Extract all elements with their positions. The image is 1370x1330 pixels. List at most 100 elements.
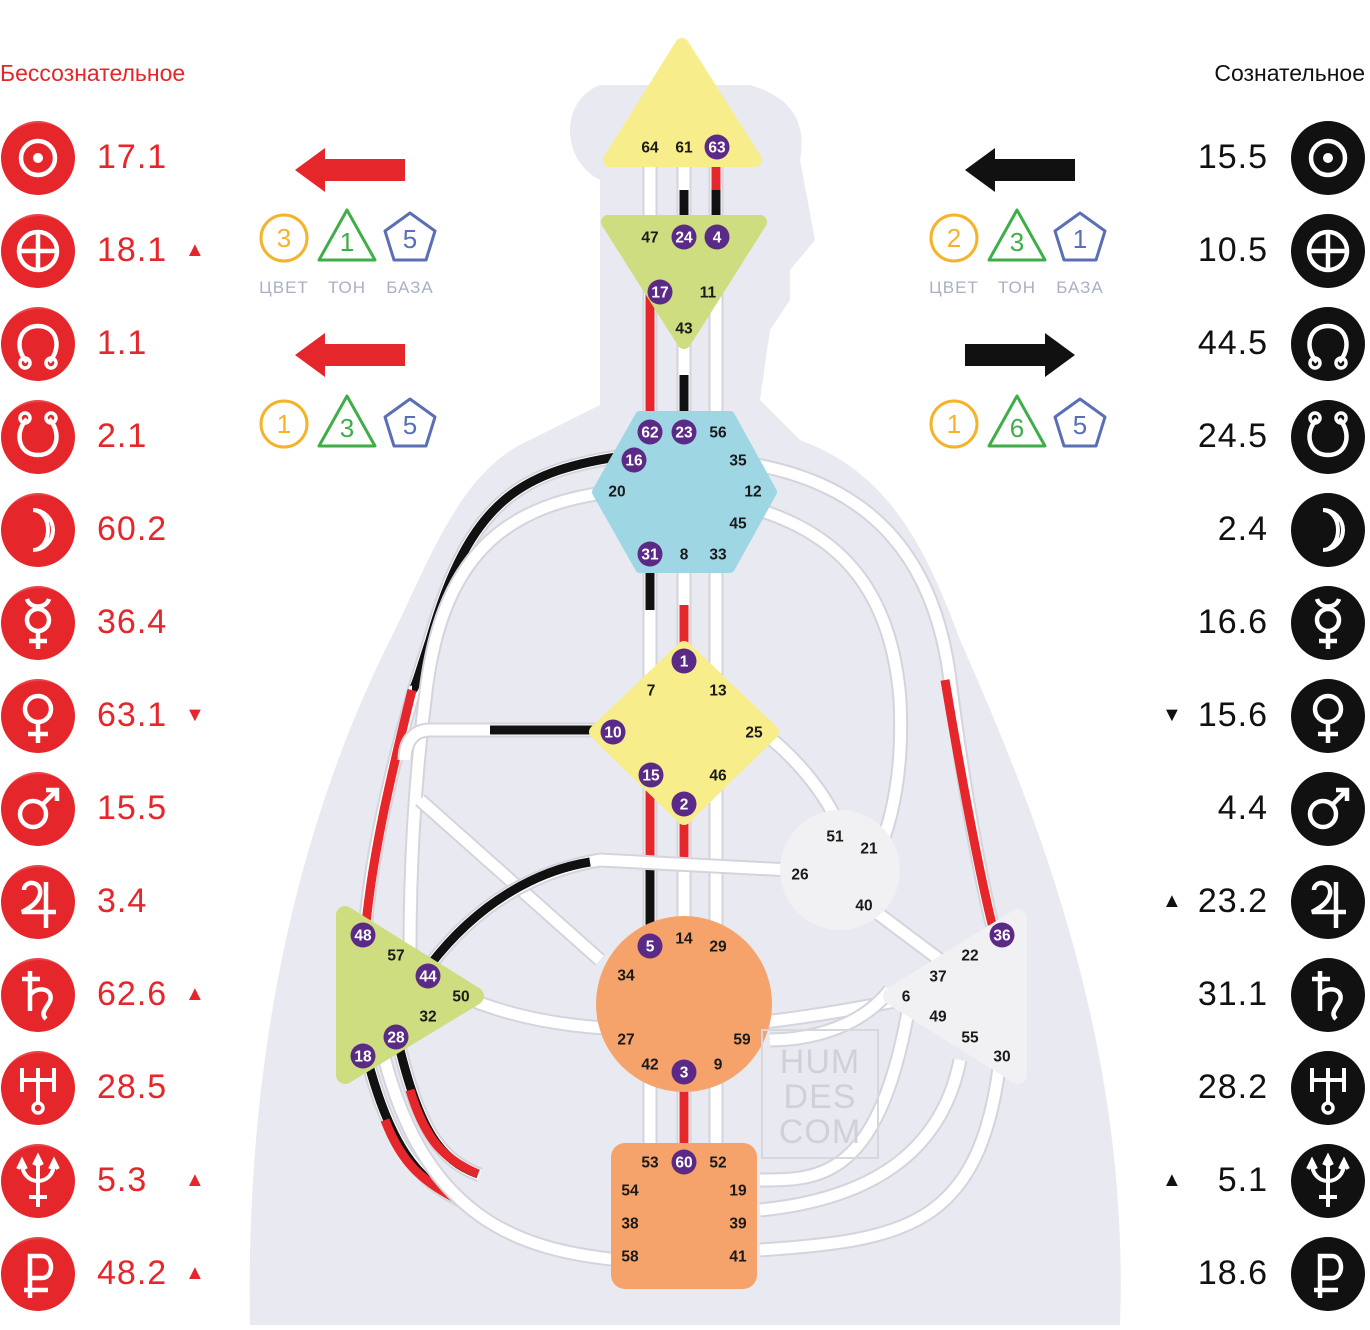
conscious-planet-badge — [1291, 679, 1365, 753]
gate-59: 59 — [733, 1032, 751, 1049]
gate-31-label: 31 — [641, 547, 659, 564]
conscious-value: 31.1 — [1197, 975, 1268, 1013]
gate-16-label: 16 — [625, 453, 643, 470]
badge-highlight — [8, 678, 60, 694]
conscious-value: 10.5 — [1197, 231, 1268, 269]
badge-highlight — [8, 399, 60, 415]
unconscious-planet-badge — [1, 958, 75, 1032]
watermark-line: DES — [784, 1078, 857, 1116]
gate-10-marker — [600, 719, 626, 745]
gate-34: 34 — [617, 968, 635, 985]
spleen-center — [336, 906, 484, 1084]
gate-44-marker — [415, 963, 441, 989]
color-value: 3 — [277, 223, 291, 253]
conscious-header: Сознательное — [1214, 60, 1365, 86]
root-center — [611, 1143, 757, 1289]
gate-36-marker — [989, 922, 1015, 948]
gate-30: 30 — [993, 1049, 1010, 1066]
gate-41-label: 41 — [729, 1249, 747, 1266]
arrow-shape — [295, 333, 405, 377]
gate-2: 2 — [671, 791, 697, 817]
badge-highlight — [8, 213, 60, 229]
channel-6-59 — [769, 985, 896, 1048]
badge-highlight — [8, 771, 60, 787]
gate-13-label: 13 — [709, 683, 727, 700]
gate-5: 5 — [637, 933, 663, 959]
gate-46: 46 — [709, 768, 727, 785]
gate-26-label: 26 — [791, 867, 809, 884]
channel-activation — [940, 679, 1000, 937]
tone-value: 1 — [340, 227, 354, 257]
gate-63: 63 — [704, 134, 730, 160]
gate-4-marker — [704, 224, 730, 250]
gate-28-marker — [383, 1024, 409, 1050]
gate-3-marker — [671, 1059, 697, 1085]
gate-21: 21 — [860, 841, 878, 858]
color-circle — [259, 213, 309, 263]
gate-59-label: 59 — [733, 1032, 751, 1049]
conscious-value: 23.2 — [1197, 882, 1268, 920]
right-caption: БАЗА — [1056, 278, 1104, 297]
arrow-shape — [965, 148, 1075, 192]
gate-2-label: 2 — [680, 797, 689, 814]
arrow-shape — [965, 333, 1075, 377]
north-node-icon — [1, 306, 75, 381]
gate-58-label: 58 — [621, 1249, 639, 1266]
gate-5-marker — [637, 933, 663, 959]
gate-18: 18 — [350, 1043, 376, 1069]
gate-1: 1 — [671, 648, 697, 674]
gate-45-label: 45 — [729, 516, 747, 533]
left-top-arrow — [295, 148, 405, 192]
channel-fill — [404, 484, 631, 951]
gate-29: 29 — [709, 939, 727, 956]
gate-32: 32 — [419, 1009, 436, 1026]
venus-icon — [1291, 679, 1365, 753]
gate-51-label: 51 — [826, 829, 844, 846]
gate-61: 61 — [675, 140, 693, 157]
gate-1-label: 1 — [680, 654, 689, 671]
gate-54-label: 54 — [621, 1183, 639, 1200]
neptune-icon — [1291, 1144, 1365, 1218]
unconscious-planet-badge — [1, 493, 75, 567]
unconscious-value: 15.5 — [97, 789, 168, 827]
gate-34-label: 34 — [617, 968, 635, 985]
mars-icon — [1291, 772, 1365, 846]
gate-50-label: 50 — [452, 989, 469, 1006]
badge-highlight — [8, 864, 60, 880]
gate-63-marker — [704, 134, 730, 160]
gate-33: 33 — [709, 547, 727, 564]
unconscious-planet-badge — [1, 1237, 75, 1311]
unconscious-value: 17.1 — [97, 138, 168, 176]
gate-3: 3 — [671, 1059, 697, 1085]
base-value: 5 — [403, 224, 417, 254]
channel-fill — [374, 1038, 621, 1266]
gate-55: 55 — [961, 1030, 979, 1047]
gate-48-label: 48 — [354, 928, 372, 945]
conscious-value: 24.5 — [1197, 417, 1268, 455]
conscious-value: 15.6 — [1197, 696, 1268, 734]
gate-26: 26 — [791, 867, 809, 884]
gate-15: 15 — [638, 762, 664, 788]
badge-highlight — [8, 957, 60, 973]
uranus-icon — [1, 1050, 75, 1125]
right-bottom-arrow — [965, 333, 1075, 377]
conscious-value: 44.5 — [1197, 324, 1268, 362]
up-triangle-icon: ▲ — [185, 983, 205, 1005]
gate-23-marker — [671, 419, 697, 445]
gate-64: 64 — [641, 140, 659, 157]
channel-fill — [769, 986, 895, 1046]
earth-icon — [1, 213, 75, 288]
channel-activation — [405, 1088, 480, 1179]
unconscious-planet-badge — [1, 679, 75, 753]
arrow-shape — [295, 148, 405, 192]
channel-44-26 — [424, 852, 791, 970]
watermark-line: COM — [779, 1113, 861, 1151]
conscious-value: 16.6 — [1197, 603, 1268, 641]
left-bottom-arrow — [295, 333, 405, 377]
channel-fill — [759, 1059, 1006, 1256]
gate-40: 40 — [855, 898, 872, 915]
